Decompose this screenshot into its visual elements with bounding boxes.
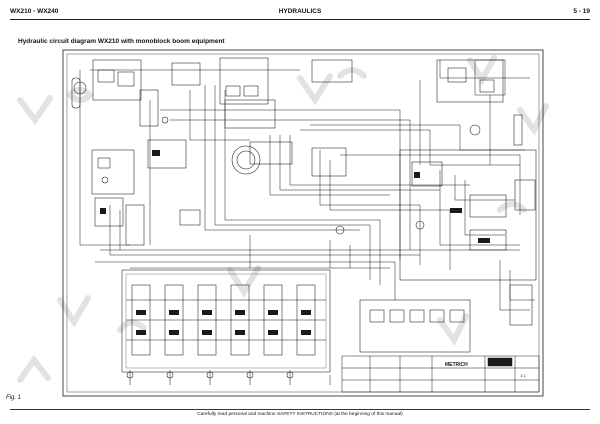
watermark (17, 55, 549, 383)
header-rule (10, 19, 590, 20)
footer-rule (10, 409, 590, 410)
page-title: Hydraulic circuit diagram WX210 with mon… (18, 38, 225, 45)
control-valve-bank (121, 269, 331, 373)
cylinder-symbol (71, 77, 523, 146)
figure-label: Fig. 1 (6, 395, 22, 401)
page-header: WX210 - WX240 HYDRAULICS 5 - 19 (0, 0, 600, 24)
valve-symbols (100, 150, 490, 335)
hydraulic-lines (79, 59, 535, 385)
drawing-frame (62, 49, 544, 397)
component-blocks (91, 57, 537, 353)
title-block-scale: 1:1 (520, 373, 526, 378)
header-model: WX210 - WX240 (10, 8, 59, 15)
footer-safety-note: Carefully read personal and machine SAFE… (197, 412, 403, 417)
title-block-brand: METRICH (445, 362, 468, 368)
title-block (341, 355, 540, 393)
header-section: HYDRAULICS (278, 8, 322, 15)
header-page-number: 5 - 19 (573, 8, 590, 15)
